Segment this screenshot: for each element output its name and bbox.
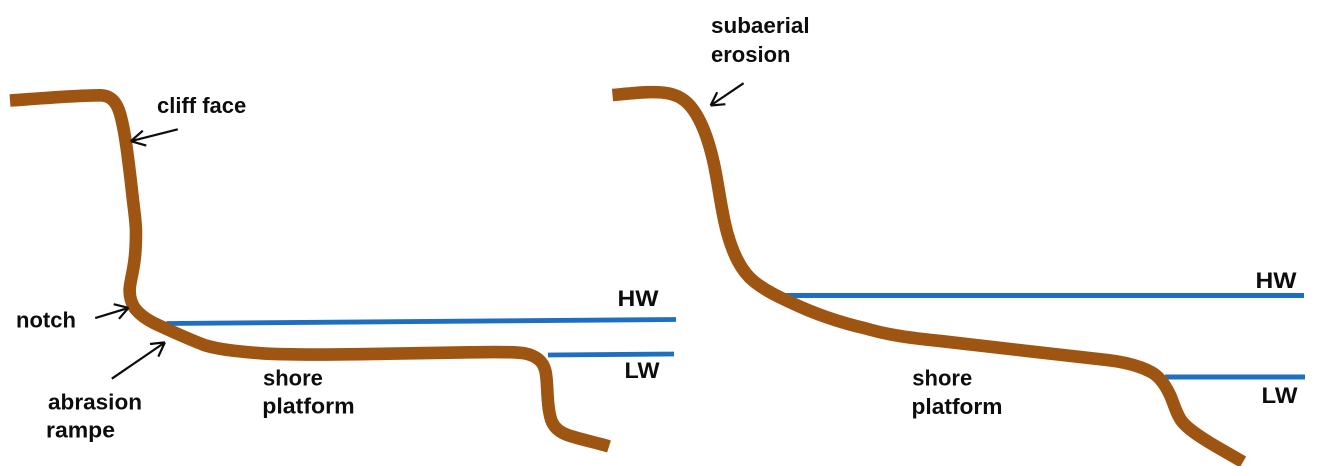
svg-text:cliff face: cliff face xyxy=(157,93,246,118)
svg-text:rampe: rampe xyxy=(46,418,115,443)
svg-text:notch: notch xyxy=(16,308,76,333)
svg-text:LW: LW xyxy=(625,358,660,383)
svg-text:shore: shore xyxy=(263,366,323,391)
svg-text:HW: HW xyxy=(618,286,659,311)
svg-text:HW: HW xyxy=(1256,268,1297,293)
svg-text:subaerial: subaerial xyxy=(711,13,810,38)
svg-text:platform: platform xyxy=(262,393,354,418)
svg-text:shore: shore xyxy=(912,366,972,391)
svg-text:LW: LW xyxy=(1262,383,1298,408)
svg-text:platform: platform xyxy=(912,394,1003,419)
svg-text:abrasion: abrasion xyxy=(48,390,142,415)
svg-text:erosion: erosion xyxy=(711,42,790,67)
